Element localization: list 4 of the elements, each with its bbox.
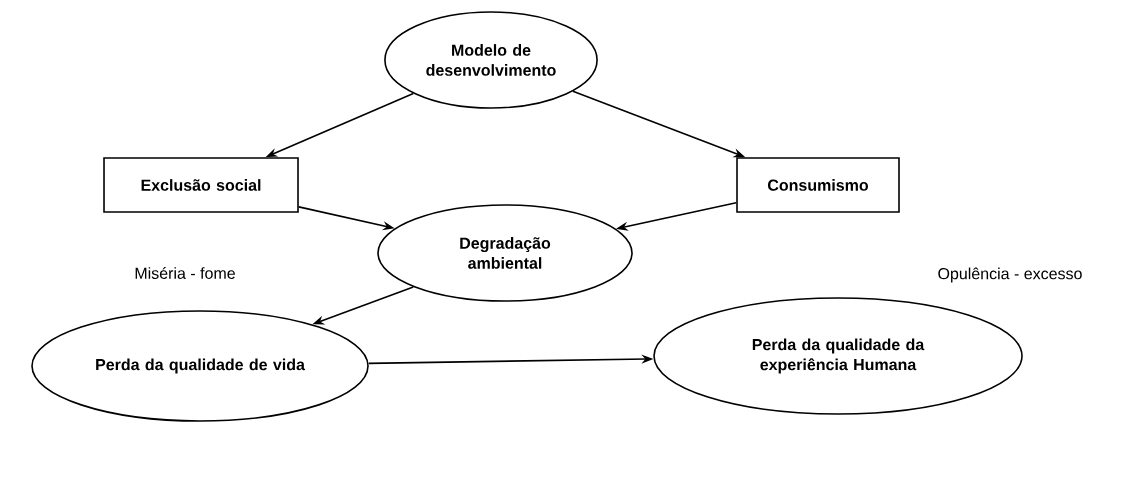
note-text: Miséria - fome xyxy=(135,267,235,279)
process-box: Exclusão social xyxy=(103,157,299,213)
note-text: Opulência - excesso xyxy=(938,267,1082,283)
process-box: Consumismo xyxy=(736,157,900,213)
